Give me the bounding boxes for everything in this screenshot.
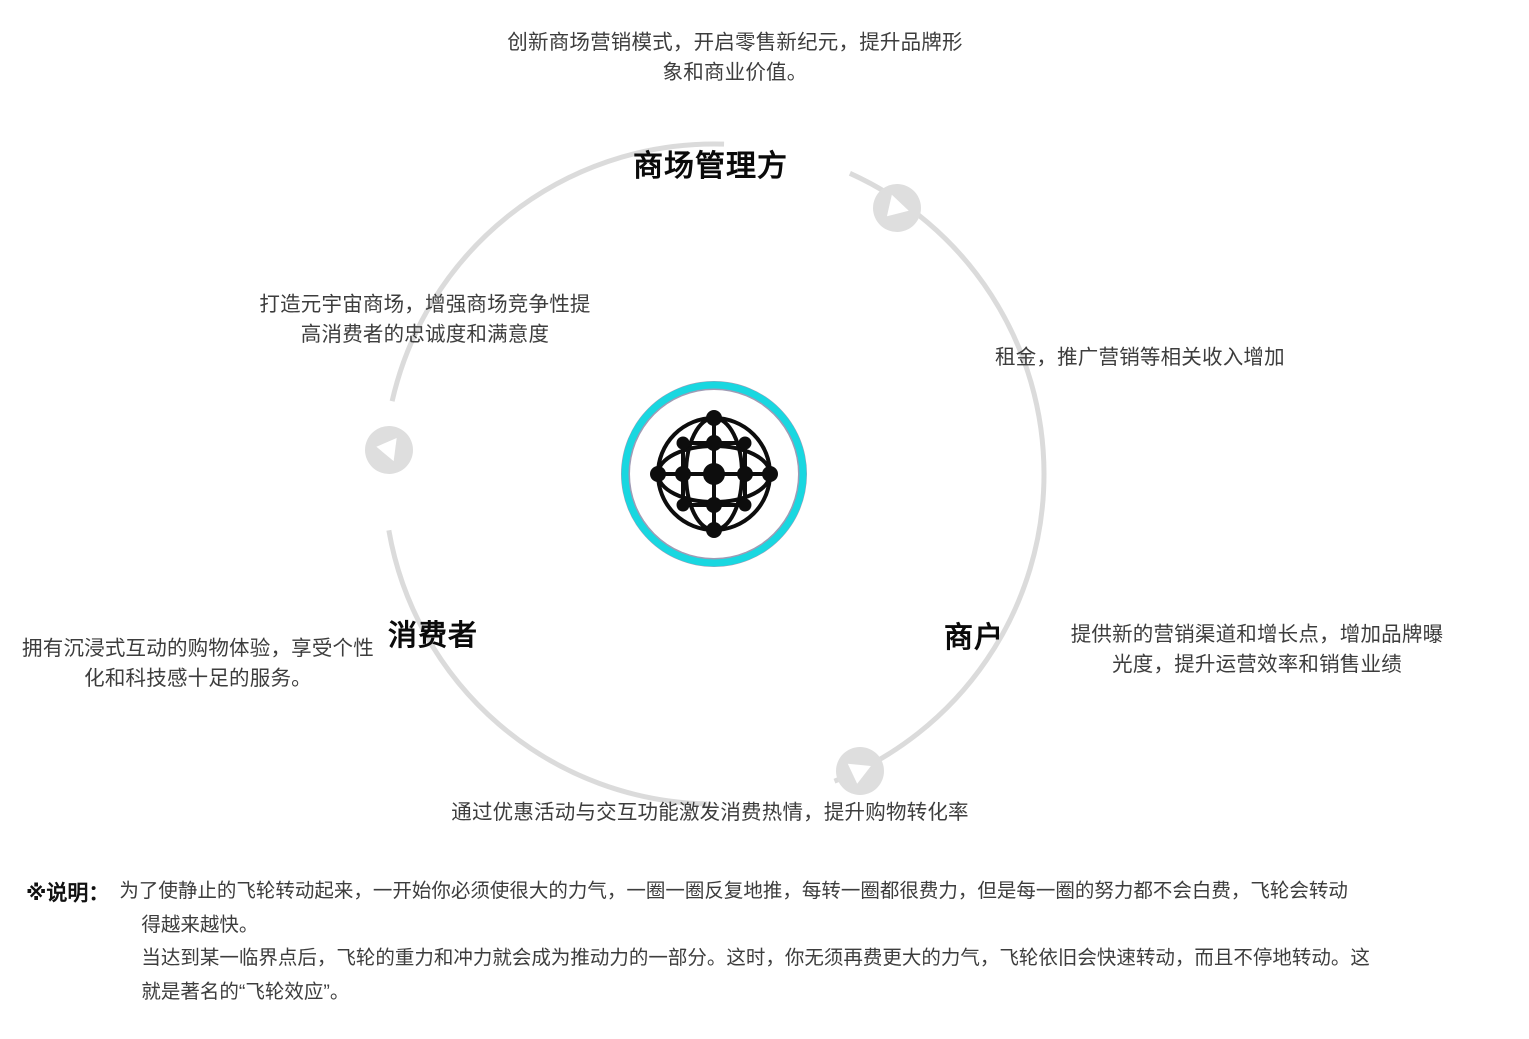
footer-explanation: ※说明： 为了使静止的飞轮转动起来，一开始你必须使很大的力气，一圈一圈反复地推，…	[26, 876, 1506, 1008]
network-globe-icon	[650, 410, 778, 538]
blade-label-mall: 商场管理方	[633, 150, 788, 183]
note-right: 租金，推广营销等相关收入增加	[995, 346, 1285, 369]
footer-tag: ※说明：	[26, 882, 110, 905]
arc-marker-top-right	[873, 184, 921, 232]
play-triangle-icon	[376, 438, 397, 462]
footer-line-4: 就是著名的“飞轮效应”。	[141, 980, 350, 1003]
blade-label-merchant: 商户	[944, 622, 1005, 654]
play-triangle-icon	[847, 763, 871, 784]
flywheel-graphic	[365, 141, 1047, 807]
hub-accent-ring	[621, 381, 807, 567]
note-bottom-right: 提供新的营销渠道和增长点，增加品牌曝光度，提升运营效率和销售业绩	[1070, 623, 1444, 676]
footer-line-3: 当达到某一临界点后，飞轮的重力和冲力就会成为推动力的一部分。这时，你无须再费更大…	[141, 947, 1370, 970]
note-bottom: 通过优惠活动与交互功能激发消费热情，提升购物转化率	[451, 801, 969, 824]
rotation-arc	[381, 141, 1047, 807]
arc-path	[381, 141, 1047, 807]
play-triangle-icon	[886, 194, 909, 217]
blade-label-consumer: 消费者	[388, 620, 479, 652]
note-bottom-left: 拥有沉浸式互动的购物体验，享受个性化和科技感十足的服务。	[22, 637, 374, 690]
note-left: 打造元宇宙商场，增强商场竞争性提高消费者的忠诚度和满意度	[259, 293, 591, 346]
arc-marker-bottom	[836, 747, 884, 795]
footer-body: 为了使静止的飞轮转动起来，一开始你必须使很大的力气，一圈一圈反复地推，每转一圈都…	[119, 876, 1506, 1008]
arc-marker-left	[365, 426, 413, 474]
footer-line-1: 为了使静止的飞轮转动起来，一开始你必须使很大的力气，一圈一圈反复地推，每转一圈都…	[119, 880, 1348, 902]
note-top: 创新商场营销模式，开启零售新纪元，提升品牌形象和商业价值。	[507, 31, 963, 84]
footer-line-2: 得越来越快。	[141, 913, 259, 936]
